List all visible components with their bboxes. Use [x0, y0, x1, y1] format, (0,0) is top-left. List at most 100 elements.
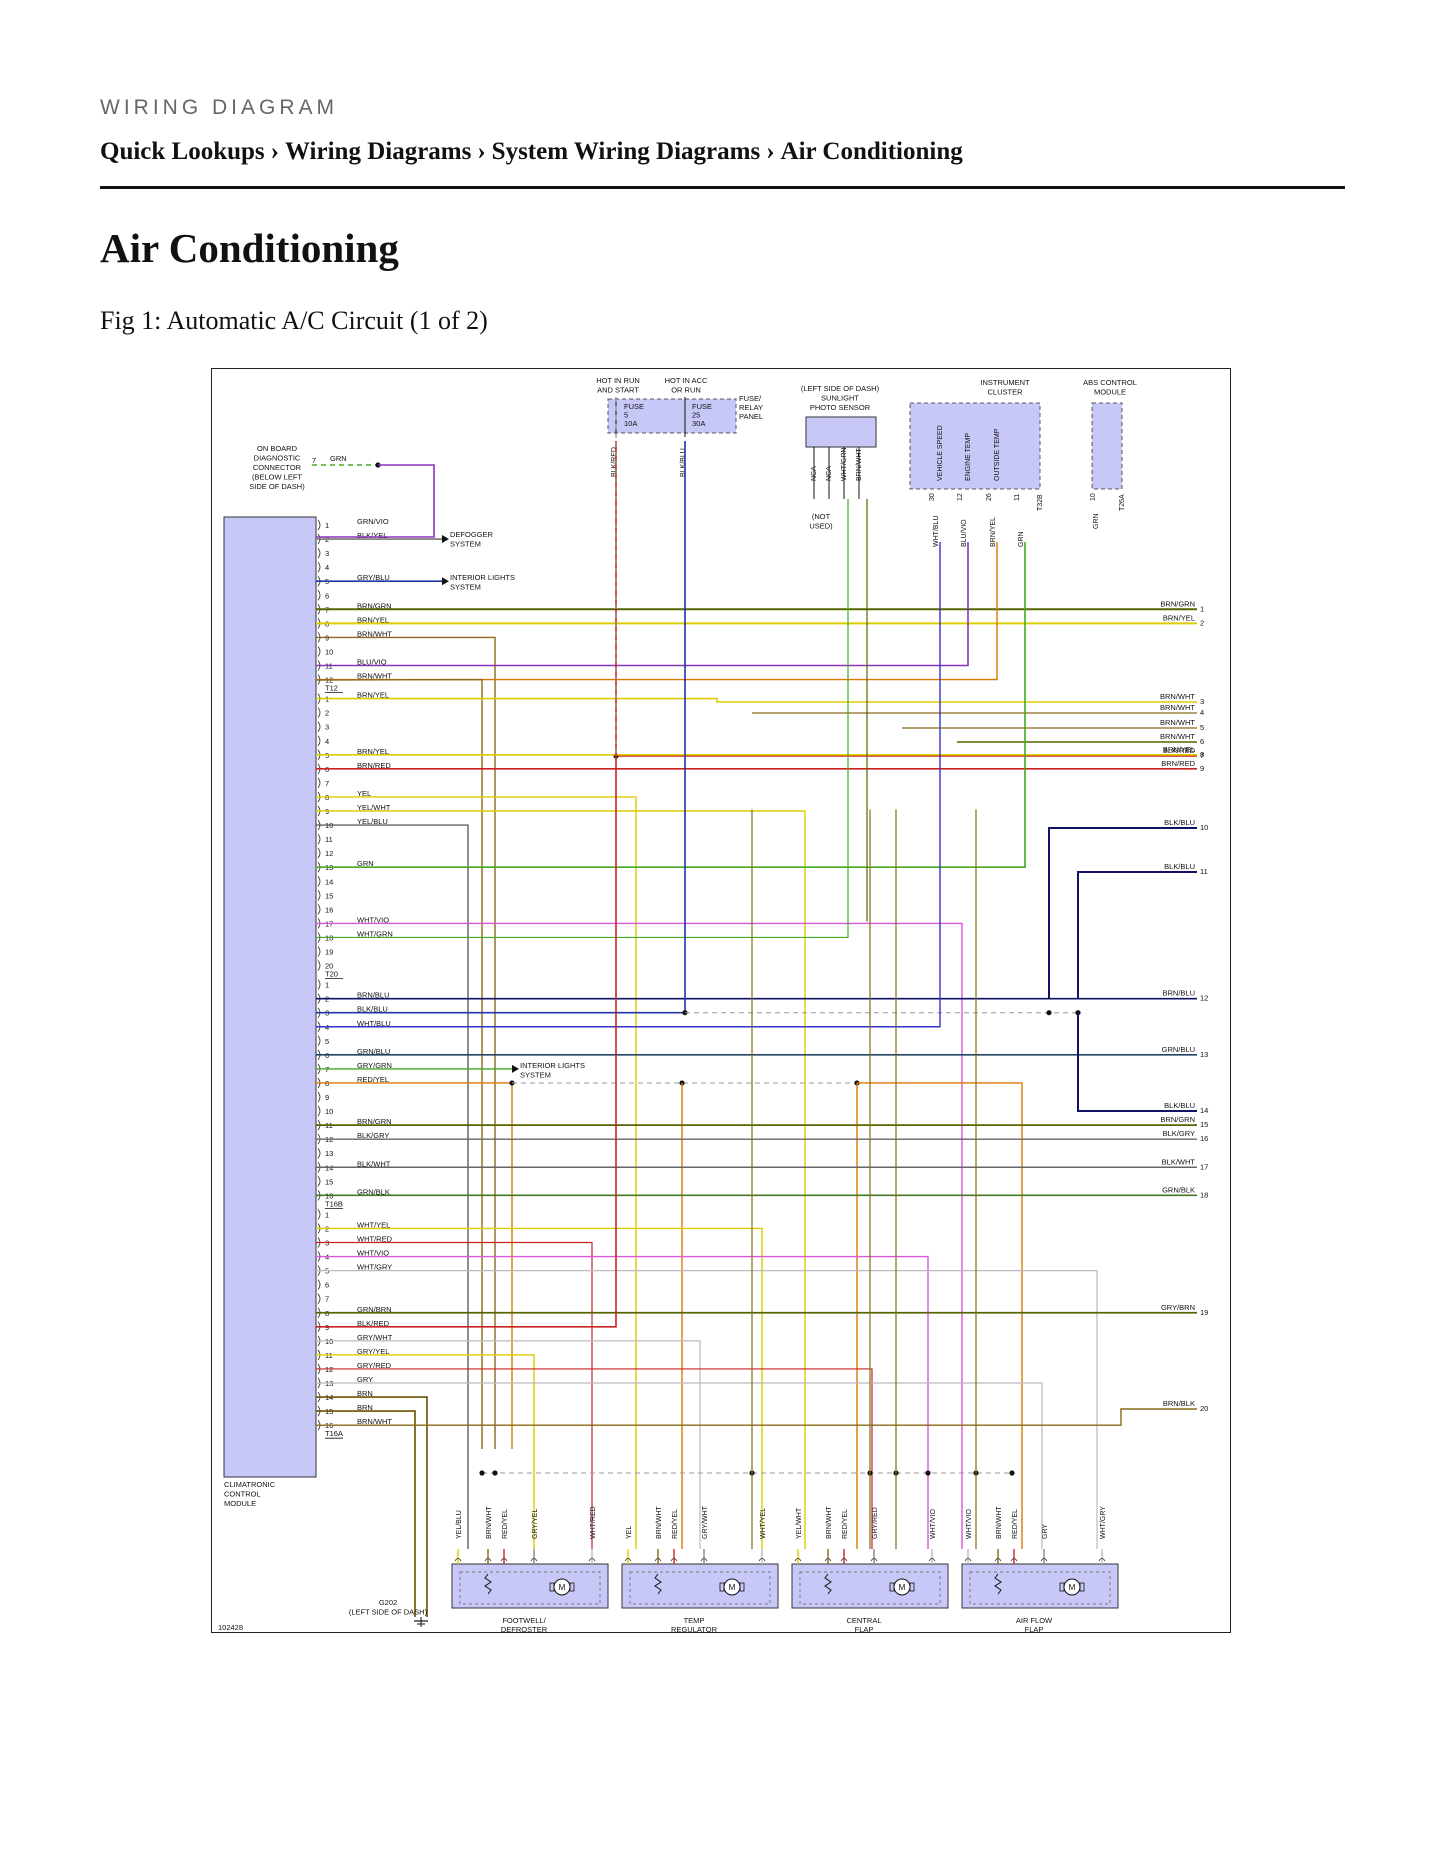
- motor-brush: [1079, 1582, 1085, 1592]
- cluster-wire-label: GRN: [1018, 531, 1025, 547]
- motor-brush: [549, 1582, 555, 1592]
- pin-terminal: [317, 547, 321, 559]
- harness-wire-label: BLK/RED: [1163, 746, 1196, 755]
- harness-wire-label: BRN/WHT: [1160, 692, 1195, 701]
- wire-label: GRY/YEL: [357, 1347, 389, 1356]
- sensor-wire-label: BRN/WHT: [856, 448, 863, 481]
- motor-terminal: [794, 1558, 802, 1562]
- motor-symbol-letter: M: [899, 1583, 906, 1592]
- wire-label: BRN/BLU: [357, 991, 390, 1000]
- pin-terminal: [317, 904, 321, 915]
- motor-terminal: [700, 1558, 708, 1562]
- pin-number: 16: [325, 905, 333, 914]
- climatronic-module-box: [223, 516, 317, 1478]
- pin-number: 1: [325, 1210, 329, 1219]
- instrument-cluster-label: CLUSTER: [987, 388, 1023, 397]
- harness-wire-label: BRN/YEL: [1163, 613, 1195, 622]
- pin-number: 19: [325, 948, 333, 957]
- harness-number: 12: [1200, 994, 1208, 1003]
- motor-terminal: [824, 1558, 832, 1562]
- potentiometer-symbol: [994, 1573, 1002, 1595]
- pin-number: 6: [325, 1281, 329, 1290]
- defogger-label: SYSTEM: [450, 540, 481, 549]
- climatronic-module-label: MODULE: [224, 1499, 256, 1508]
- wire-label: BLK/GRY: [357, 1131, 389, 1140]
- pin-terminal: [317, 847, 321, 859]
- flap-motor-inner: [459, 1571, 601, 1605]
- figure-id: 102428: [218, 1623, 243, 1632]
- splice-dot: [1009, 1470, 1015, 1476]
- harness-number: 10: [1200, 823, 1208, 832]
- motor-terminal: [870, 1558, 878, 1562]
- flap-motor-label: CENTRAL: [846, 1616, 881, 1625]
- fuse-5-label: FUSE: [624, 402, 644, 411]
- wire-label: BLU/VIO: [357, 658, 387, 667]
- interior-lights-label: SYSTEM: [520, 1070, 551, 1079]
- motor-wire-label: WHT/VIO: [966, 1509, 973, 1539]
- harness-number: 18: [1200, 1190, 1208, 1199]
- motor-terminal: [928, 1558, 936, 1562]
- connector-label: T20: [325, 970, 338, 979]
- motor-symbol-letter: M: [559, 1583, 566, 1592]
- harness-number: 17: [1200, 1162, 1208, 1171]
- motor-wire-label: RED/YEL: [502, 1509, 509, 1539]
- flap-motor-inner: [969, 1571, 1111, 1605]
- obd-pin: 7: [312, 456, 316, 465]
- connector-label: T16B: [325, 1199, 343, 1208]
- wire-brn: [316, 1396, 428, 1617]
- harness-wire-label: BRN/WHT: [1160, 703, 1195, 712]
- harness-wire-label: BLK/BLU: [1164, 818, 1195, 827]
- breadcrumb-item-quick-lookups[interactable]: Quick Lookups: [100, 138, 265, 165]
- wire-brn-wht: [316, 1408, 1197, 1426]
- pin-terminal: [317, 561, 321, 573]
- flap-motor-label: FLAP: [855, 1625, 874, 1634]
- harness-wire-label: GRN/BLK: [1162, 1185, 1195, 1194]
- interior-lights-label: INTERIOR LIGHTS: [520, 1061, 585, 1070]
- wire-brn-yel: [316, 697, 1197, 703]
- breadcrumb-item-air-conditioning[interactable]: Air Conditioning: [780, 138, 963, 165]
- splice-dot: [375, 462, 381, 468]
- motor-wire-label: GRY/RED: [872, 1507, 879, 1539]
- flap-motor-box: [791, 1563, 949, 1609]
- harness-wire-label: BLK/GRY: [1163, 1129, 1195, 1138]
- sunlight-sensor-label: PHOTO SENSOR: [810, 403, 871, 412]
- wire-grn-vio: [316, 464, 435, 538]
- motor-terminal: [758, 1558, 766, 1562]
- obd-connector-label: DIAGNOSTIC: [254, 454, 301, 463]
- motor-terminal: [670, 1558, 678, 1562]
- wire-label: BLK/RED: [357, 1319, 390, 1328]
- wire-wht-blu: [316, 542, 941, 1028]
- harness-wire-label: BLK/BLU: [1164, 1101, 1195, 1110]
- wire-label: GRY: [357, 1375, 373, 1384]
- flap-motor-label: AIR FLOW: [1016, 1616, 1053, 1625]
- wire-label: GRN/BLU: [357, 1047, 390, 1056]
- fuse-relay-panel-label: RELAY: [739, 403, 763, 412]
- breadcrumb-item-wiring-diagrams[interactable]: Wiring Diagrams: [285, 138, 472, 165]
- breadcrumb-item-system-wiring-diagrams[interactable]: System Wiring Diagrams: [491, 138, 761, 165]
- motor-wire-label: RED/YEL: [672, 1509, 679, 1539]
- motor-brush: [719, 1582, 725, 1592]
- wire-wht-vio: [316, 922, 963, 1549]
- pin-terminal: [317, 1293, 321, 1304]
- cluster-pin: 30: [929, 493, 936, 501]
- wire-wht-grn: [316, 499, 849, 939]
- fuse-5-label: 5: [624, 411, 628, 420]
- motor-symbol-letter: M: [729, 1583, 736, 1592]
- pin-terminal: [317, 1176, 321, 1187]
- pin-terminal: [317, 1105, 321, 1117]
- page-title: Air Conditioning: [100, 225, 399, 271]
- pin-terminal: [317, 519, 321, 531]
- sunlight-sensor-label: (LEFT SIDE OF DASH): [801, 384, 880, 393]
- fuse-25-label: 30A: [692, 419, 705, 428]
- connector-label: T12: [325, 684, 338, 693]
- abs-wire-label: GRN: [1093, 513, 1100, 529]
- pin-terminal: [317, 1279, 321, 1290]
- wire-label: GRN/BLK: [357, 1187, 390, 1196]
- splice-dot: [479, 1470, 485, 1476]
- fuse-5-label: 10A: [624, 419, 637, 428]
- interior-lights-label: SYSTEM: [450, 583, 481, 592]
- abs-module-label: ABS CONTROL: [1083, 378, 1137, 387]
- motor-wire-label: YEL/WHT: [796, 1507, 803, 1539]
- pin-terminal: [317, 890, 321, 901]
- harness-number: 14: [1200, 1106, 1208, 1115]
